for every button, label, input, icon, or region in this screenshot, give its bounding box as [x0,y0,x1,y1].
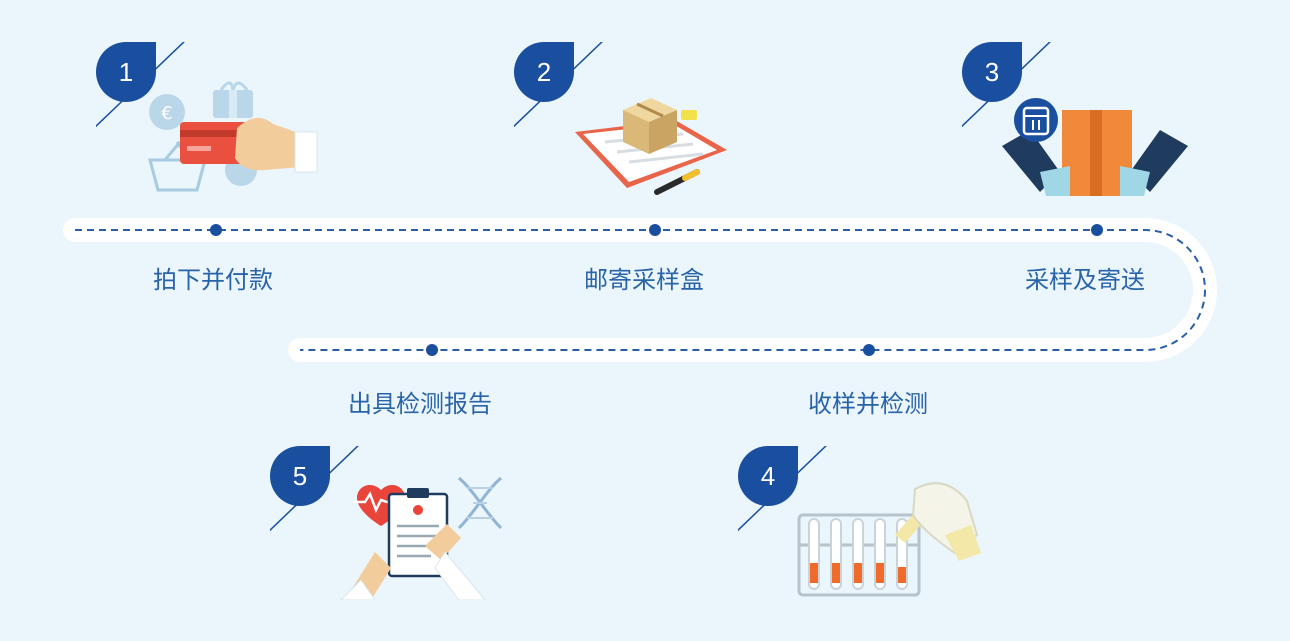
track-dot-5 [426,344,438,356]
step-4-badge: 4 [738,446,838,536]
step-4-label: 收样并检测 [808,390,928,418]
step-2-label: 邮寄采样盒 [584,266,704,294]
track-dot-2 [649,224,661,236]
step-5-label: 出具检测报告 [348,390,492,418]
test-tube-icon [795,475,985,604]
track-dot-1 [210,224,222,236]
svg-text:€: € [161,103,172,124]
track-dot-3 [1091,224,1103,236]
step-2-badge: 2 [514,42,614,132]
step-1-label: 拍下并付款 [153,266,273,294]
step-3-badge: 3 [962,42,1062,132]
step-5-number: 5 [292,460,308,491]
track-dot-4 [863,344,875,356]
step-1-number: 1 [118,56,134,87]
step-5-badge: 5 [270,446,370,536]
step-1-badge: 1 [96,42,196,132]
report-clipboard-icon [335,472,520,604]
step-2-number: 2 [536,56,552,87]
mail-box-icon [565,92,735,206]
sample-package-icon [1000,96,1190,210]
step-3-label: 采样及寄送 [1025,266,1145,294]
step-3-number: 3 [984,56,1000,87]
step-4-number: 4 [760,460,776,491]
payment-card-icon: € [145,80,320,204]
